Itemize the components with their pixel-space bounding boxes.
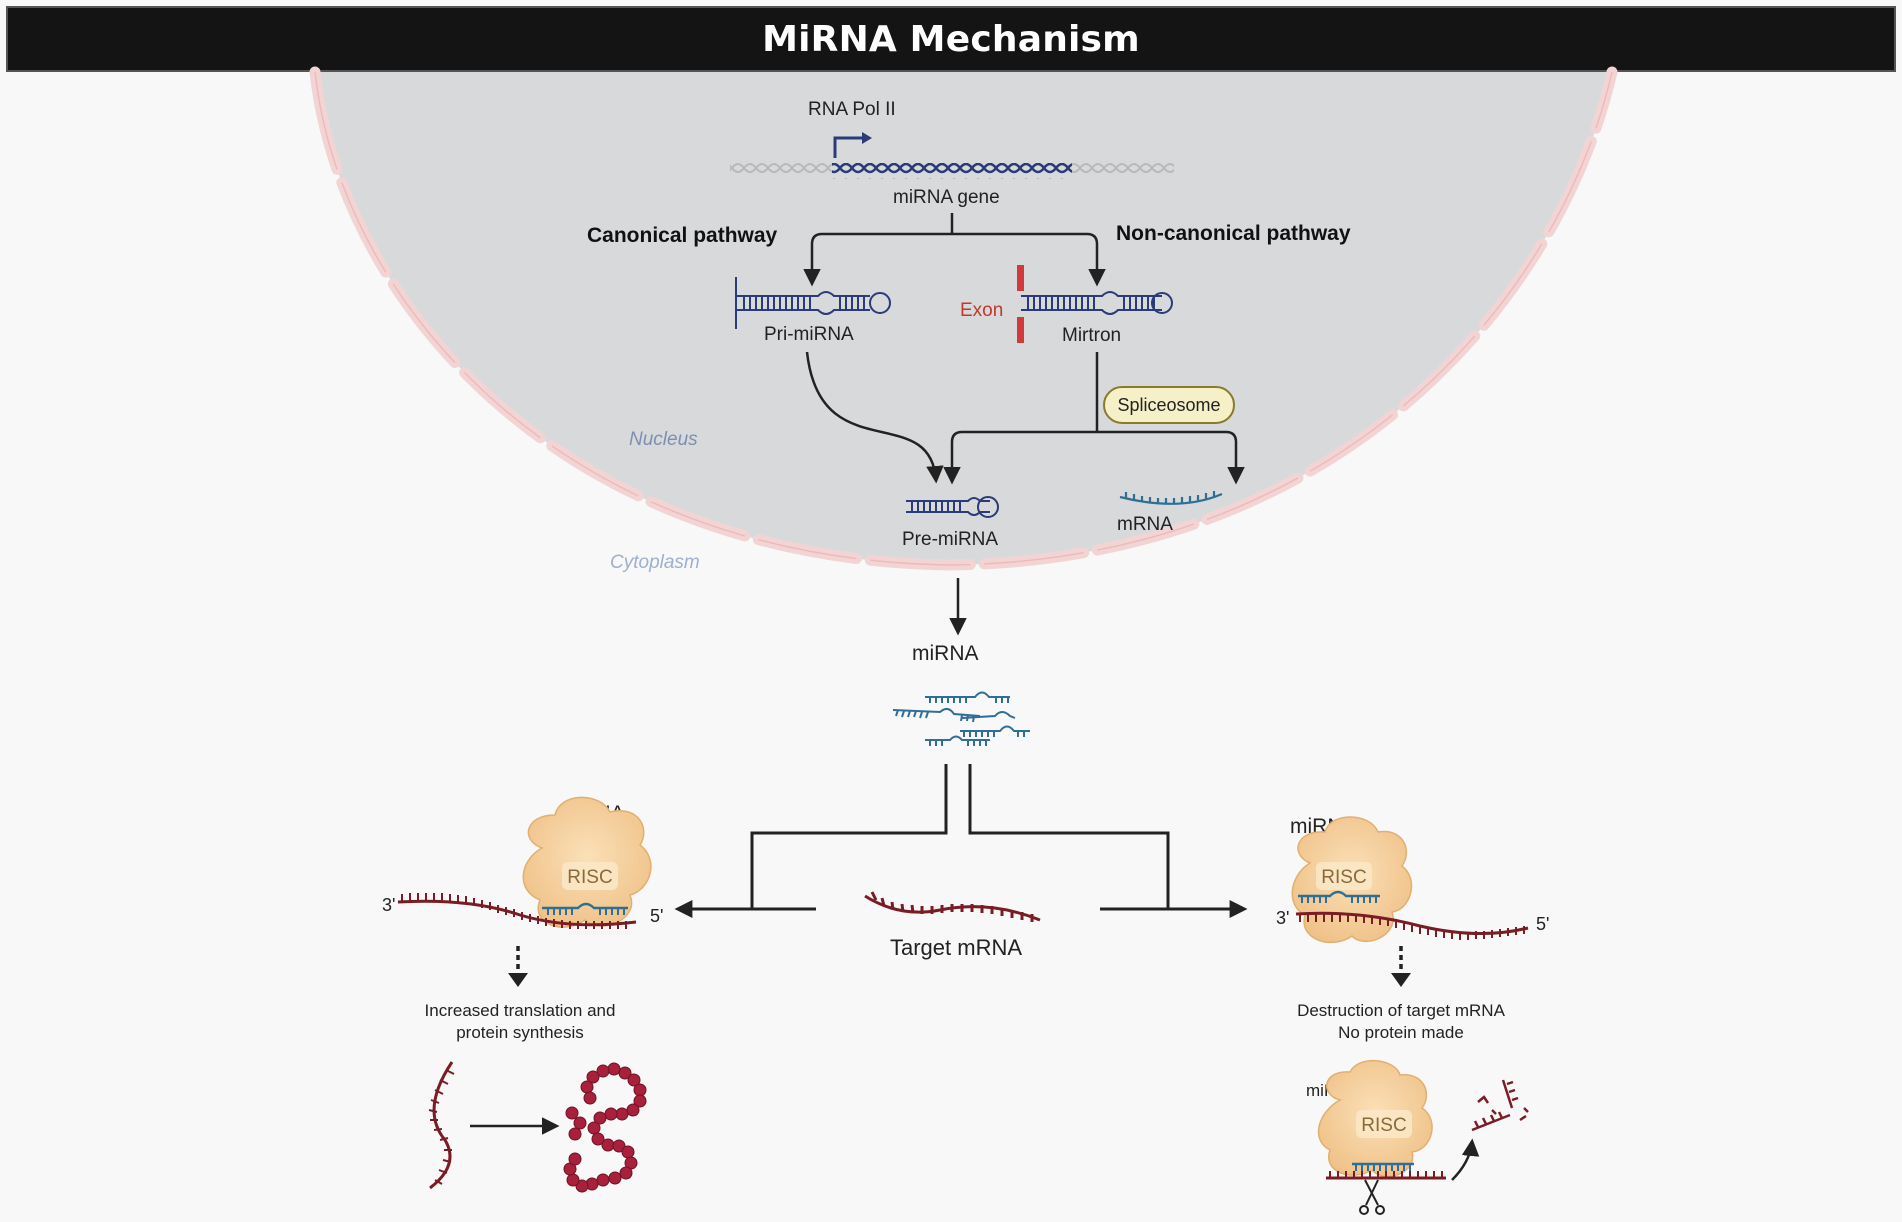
degraded-fragments-icon (1471, 1079, 1529, 1132)
promoter-arrow-icon (833, 132, 872, 158)
nucleus-body (315, 72, 1612, 565)
bottom-strand (1326, 1162, 1446, 1180)
left-risc-label: RISC (567, 867, 612, 888)
mrna-label: mRNA (1117, 514, 1173, 535)
scissors-icon (1359, 1179, 1385, 1215)
page-title: MiRNA Mechanism (762, 18, 1140, 60)
right-dotted-arrowhead (1391, 973, 1411, 987)
bifurcation-lines (750, 764, 1170, 909)
splice-arrows (943, 352, 1245, 485)
right-5prime-label: 5' (1536, 914, 1549, 934)
bottom-risc-complex: RISC (1317, 1059, 1433, 1178)
cytoplasm-label: Cytoplasm (610, 552, 700, 573)
right-risc-complex: RISC (1291, 816, 1413, 944)
pri-mirna-icon (735, 277, 891, 329)
target-mrna-label: Target mRNA (890, 935, 1022, 960)
spliceosome-badge: Spliceosome (1103, 386, 1235, 424)
degradation-arrow (1451, 1138, 1480, 1181)
left-dotted-arrowhead (508, 973, 528, 987)
left-3prime-label: 3' (382, 895, 395, 915)
cytoplasm-mirna-label: miRNA (912, 642, 979, 665)
translation-mrna-icon (428, 1061, 455, 1190)
bottom-risc-label: RISC (1361, 1115, 1406, 1136)
nucleus (309, 66, 1618, 571)
spliceosome-label: Spliceosome (1117, 395, 1220, 415)
rna-pol-label: RNA Pol II (808, 99, 896, 120)
right-risc-label: RISC (1321, 867, 1366, 888)
exon-label: Exon (960, 300, 1003, 321)
exon-blocks (1017, 265, 1024, 343)
canonical-processing-arrow (805, 351, 944, 484)
mirtron-icon (1021, 291, 1173, 315)
left-strand (397, 893, 637, 929)
right-outcome-line1: Destruction of target mRNA (1297, 1001, 1506, 1020)
mrna-icon (1119, 491, 1223, 505)
right-strand (1295, 890, 1529, 940)
mirna-cluster-icon (892, 691, 1030, 746)
protein-chain-icon (563, 1062, 647, 1193)
pri-mirna-label: Pri-miRNA (764, 324, 854, 345)
pre-mirna-icon (906, 496, 999, 518)
left-risc-complex: RISC (522, 796, 652, 928)
right-outcome-line2: No protein made (1338, 1023, 1464, 1042)
title-bar: MiRNA Mechanism (6, 6, 1896, 72)
canonical-label: Canonical pathway (587, 224, 778, 247)
nucleus-label: Nucleus (629, 429, 698, 450)
gene-label: miRNA gene (893, 187, 1000, 208)
pre-mirna-label: Pre-miRNA (902, 529, 998, 550)
mirtron-label: Mirtron (1062, 325, 1121, 346)
left-outcome-line1: Increased translation and (425, 1001, 616, 1020)
non-canonical-label: Non-canonical pathway (1116, 222, 1351, 245)
branch-arrows (803, 213, 1106, 287)
target-mrna-icon (864, 891, 1041, 922)
right-3prime-label: 3' (1276, 908, 1289, 928)
dna-strand (730, 163, 1174, 179)
left-5prime-label: 5' (650, 906, 663, 926)
left-outcome-line2: protein synthesis (456, 1023, 584, 1042)
